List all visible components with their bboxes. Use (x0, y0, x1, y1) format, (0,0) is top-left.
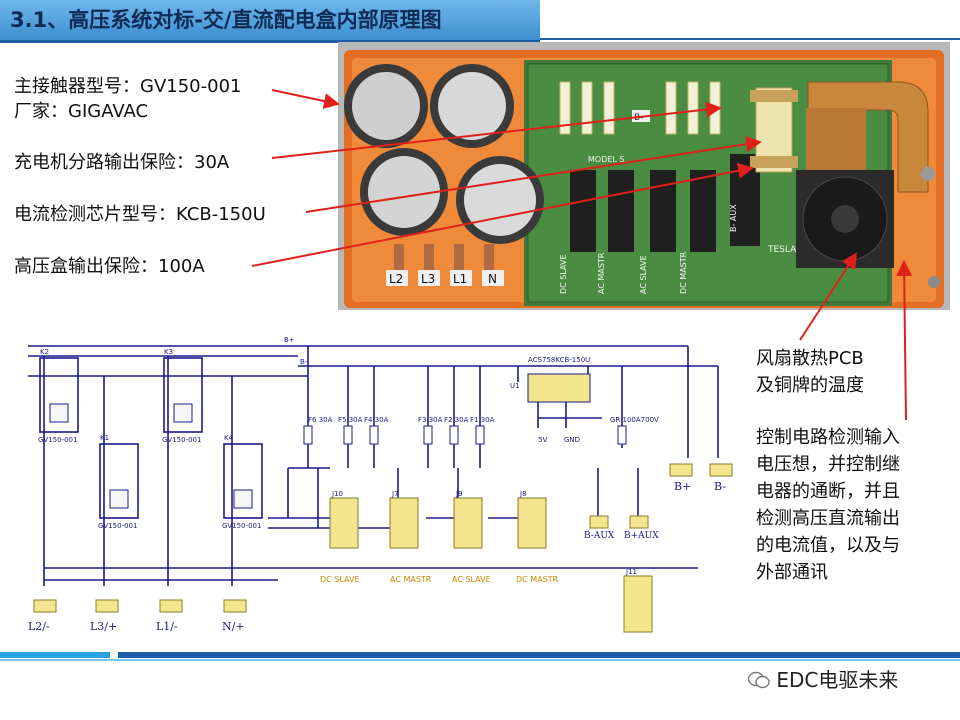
bus-dc-mastr: DC MASTR (516, 575, 559, 584)
out-terminal-bplus: B+ (674, 480, 691, 493)
watermark: EDC电驱未来 (747, 664, 899, 693)
fuse-f2: F2 30A (444, 416, 469, 424)
bus-ac-slave: AC SLAVE (452, 575, 491, 584)
photo-connector-dc-mastr: DC MASTR (679, 251, 688, 294)
photo-connector-ac-slave: AC SLAVE (639, 255, 648, 294)
bus-dc-slave: DC SLAVE (320, 575, 360, 584)
fuse-f1: F1 30A (470, 416, 495, 424)
control-note-line-1: 控制电路检测输入 (756, 427, 900, 448)
current-chip-label: 电流检测芯片型号：KCB-150U (14, 204, 266, 225)
hv-fuse-label: 高压盒输出保险：100A (14, 256, 205, 277)
contactor-model-label: 主接触器型号：GV150-001 (14, 76, 242, 97)
control-note-line-4: 检测高压直流输出 (756, 508, 900, 529)
photo-terminal-l2: L2 (389, 272, 403, 286)
photo-bminus: B- (634, 113, 643, 123)
fan-note-line-2: 及铜牌的温度 (756, 375, 864, 396)
control-note-line-3: 电器的通断，并且 (756, 481, 900, 502)
photo-board-text: MODEL S (588, 155, 625, 164)
connector-j9 (453, 497, 483, 549)
fan-note: 风扇散热PCB 及铜牌的温度 (756, 345, 864, 399)
relay-k3-model: GV150-001 (162, 436, 201, 444)
out-terminal-bplus-aux: B+AUX (624, 531, 659, 541)
connector-j7-label: J7 (391, 490, 399, 498)
control-note-line-2: 电压想，并控制继 (756, 454, 900, 475)
ic-label: ACS758KCB-150U (528, 356, 590, 364)
relay-k4-model: GV150-001 (222, 522, 261, 530)
out-terminal-bminus: B- (714, 480, 726, 493)
photo-terminal-l3: L3 (421, 272, 435, 286)
photo-terminal-n: N (488, 272, 497, 286)
manufacturer-label: 厂家：GIGAVAC (14, 101, 149, 122)
control-note-line-5: 的电流值，以及与 (756, 535, 900, 556)
misc-5v: 5V (538, 436, 547, 444)
out-terminal-b-aux: B-AUX (584, 531, 615, 541)
control-note-line-6: 外部通讯 (756, 562, 828, 583)
arrow-contactor (271, 89, 340, 109)
terminal-l2: L2/- (28, 620, 50, 633)
fuse-f4: F4 30A (364, 416, 389, 424)
connector-j7 (389, 497, 419, 549)
fuse-f5: F5 30A (338, 416, 363, 424)
relay-k1-ref: K1 (100, 434, 109, 442)
page-title: 3.1、高压系统对标-交/直流配电盒内部原理图 (10, 8, 442, 32)
fuse-f3: F3 30A (418, 416, 443, 424)
wechat-icon (747, 670, 770, 689)
charger-fuse-label: 充电机分路输出保险：30A (14, 152, 230, 173)
schematic-diagram: K2 GV150-001 K3 GV150-001 K1 GV150-001 K… (28, 336, 733, 633)
misc-bplus: B+ (284, 336, 295, 344)
ic-ref: U1 (510, 382, 520, 390)
terminal-l1: L1/- (156, 620, 178, 633)
fuse-f6: F6 30A (308, 416, 333, 424)
relay-k3-ref: K3 (164, 348, 173, 356)
connector-j10-label: J10 (331, 490, 343, 498)
ic-body (527, 373, 591, 403)
relay-k2-ref: K2 (40, 348, 49, 356)
bus-ac-mastr: AC MASTR (390, 575, 432, 584)
connector-j11 (623, 575, 653, 633)
misc-gnd: GND (564, 436, 580, 444)
junction-box-photo: B- MODEL S DC SLAVE AC MASTR AC SLAVE DC… (338, 42, 950, 310)
title-bar: 3.1、高压系统对标-交/直流配电盒内部原理图 (0, 0, 540, 43)
connector-j8 (517, 497, 547, 549)
connector-j11-label: J11 (625, 568, 637, 576)
terminal-l3: L3/+ (90, 620, 117, 633)
photo-tesla: TESLA (767, 245, 797, 255)
control-note: 控制电路检测输入 电压想，并控制继 电器的通断，并且 检测高压直流输出 的电流值… (756, 424, 900, 586)
photo-connector-ac-mastr: AC MASTR (597, 252, 606, 294)
connector-j10 (329, 497, 359, 549)
watermark-text: EDC电驱未来 (776, 668, 899, 692)
fuse-gr: GR 100A700V (610, 416, 659, 424)
photo-terminal-l1: L1 (453, 272, 467, 286)
fan-note-line-1: 风扇散热PCB (756, 348, 864, 369)
terminal-n: N/+ (222, 620, 245, 633)
photo-connector-b-aux: B- AUX (729, 204, 738, 232)
footer-bar (0, 652, 960, 661)
photo-connector-dc-slave: DC SLAVE (559, 255, 568, 295)
connector-j8-label: J8 (519, 490, 527, 498)
connector-j9-label: J9 (455, 490, 463, 498)
relay-k4-ref: K4 (224, 434, 234, 442)
misc-bminus: B- (300, 358, 308, 366)
relay-k1-model: GV150-001 (98, 522, 137, 530)
relay-k2-model: GV150-001 (38, 436, 77, 444)
title-rule (540, 38, 960, 40)
